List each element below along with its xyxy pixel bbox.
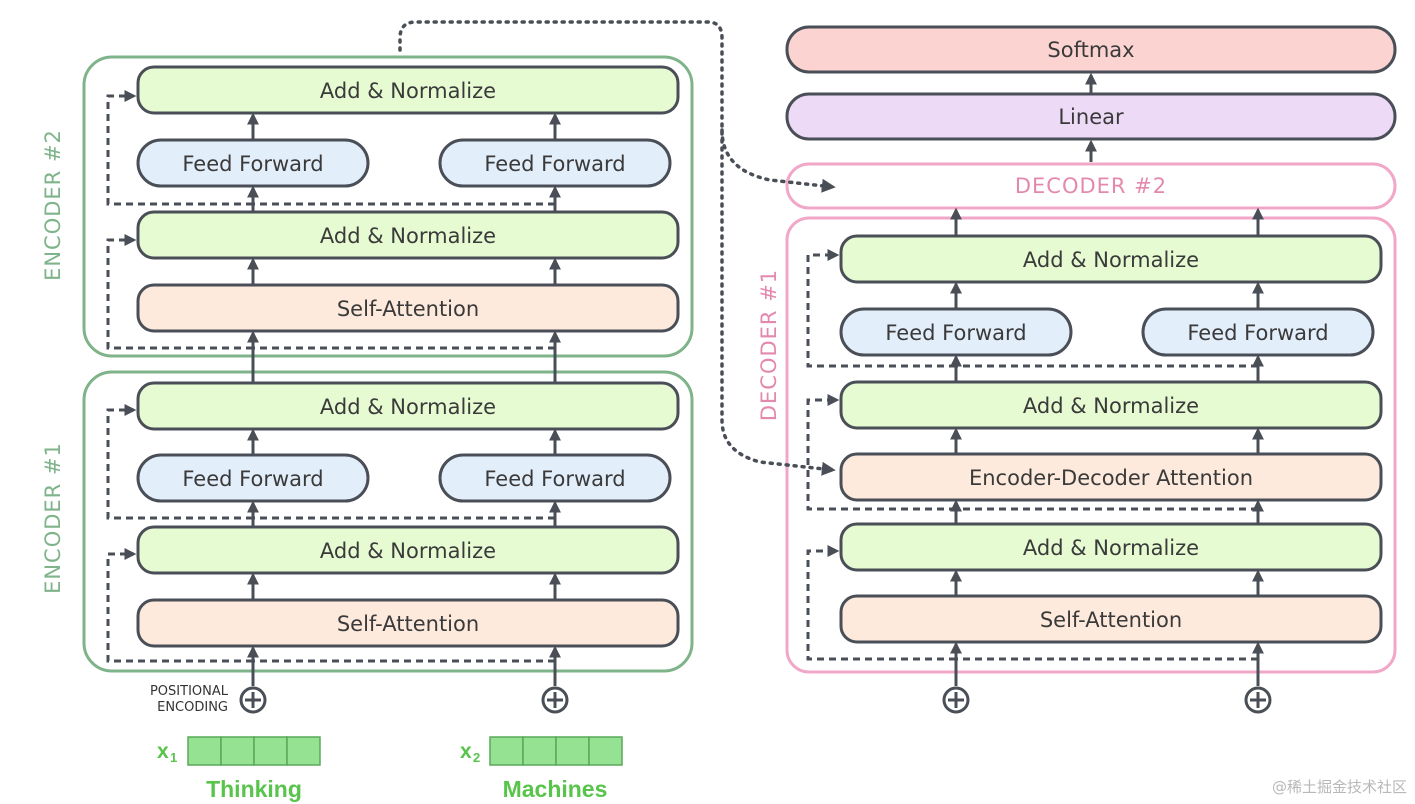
- input-2-embedding: [489, 736, 623, 766]
- decoder-residuals: [806, 249, 1258, 661]
- plus-icon: [942, 686, 970, 714]
- decoder-add-normalize-1: [839, 234, 1383, 284]
- encoder-1-add-normalize-bottom-label: Add & Normalize: [320, 539, 496, 563]
- softmax-label: Softmax: [1047, 38, 1134, 62]
- watermark: @稀土掘金技术社区: [1272, 778, 1407, 796]
- encoder-1-feed-forward-1-label: Feed Forward: [182, 467, 323, 491]
- encoder-1-residuals: [106, 404, 555, 663]
- encoder-1-arrows: [247, 330, 561, 686]
- encoder-1: ENCODER #1 Add & Normalize Feed Forward …: [41, 330, 694, 686]
- decoder-1-title: DECODER #1: [757, 269, 781, 421]
- encoder-2: ENCODER #2 Add & Normalize Feed Forward …: [41, 55, 694, 358]
- input-1-symbol: x: [157, 740, 169, 763]
- encoder-2-self-attention-label: Self-Attention: [337, 297, 479, 321]
- encoder-2-add-normalize-top-label: Add & Normalize: [320, 79, 496, 103]
- decoder-self-attention-label: Self-Attention: [1040, 608, 1182, 632]
- input-2-subscript: 2: [473, 750, 480, 765]
- decoder-stack: Softmax Linear DECODER #2 DECODER #1 Add…: [757, 25, 1397, 714]
- encoder-2-add-normalize-top: [136, 65, 680, 115]
- encoder-1-self-attention-label: Self-Attention: [337, 612, 479, 636]
- encoder-output-path: [398, 20, 836, 476]
- decoder-feed-forward-1-label: Feed Forward: [885, 321, 1026, 345]
- decoder-self-attention: [839, 594, 1383, 644]
- encoder-2-feed-forward-2-label: Feed Forward: [484, 152, 625, 176]
- encoder-2-frame: [82, 55, 694, 358]
- encoder-1-self-attention: [136, 598, 680, 648]
- encoder-2-title: ENCODER #2: [41, 129, 65, 281]
- decoder-add-normalize-1-label: Add & Normalize: [1023, 248, 1199, 272]
- positional-encoding-label-line1: POSITIONAL: [150, 684, 229, 699]
- encoder-2-residuals: [106, 90, 555, 350]
- decoder-2-block: [785, 162, 1397, 210]
- input-1-embedding: [187, 736, 321, 766]
- encoder-2-self-attention: [136, 283, 680, 333]
- input-2-word: Machines: [503, 776, 608, 802]
- encoder-decoder-attention-label: Encoder-Decoder Attention: [969, 466, 1253, 490]
- encoder-1-add-normalize-bottom: [136, 525, 680, 575]
- encoder-1-title: ENCODER #1: [41, 442, 65, 594]
- encoder-2-add-normalize-bottom-label: Add & Normalize: [320, 224, 496, 248]
- encoder-2-feed-forward-1-label: Feed Forward: [182, 152, 323, 176]
- plus-icon: [541, 686, 569, 714]
- encoder-1-add-normalize-top-label: Add & Normalize: [320, 395, 496, 419]
- decoder-add-normalize-3-label: Add & Normalize: [1023, 536, 1199, 560]
- plus-icon: [239, 686, 267, 714]
- decoder-feed-forward-2-label: Feed Forward: [1187, 321, 1328, 345]
- encoder-inputs: POSITIONAL ENCODING x 1 Thinking x 2 Mac…: [150, 684, 623, 802]
- decoder-add-normalize-2: [839, 380, 1383, 430]
- linear-label: Linear: [1058, 105, 1124, 129]
- encoder-decoder-attention: [839, 452, 1383, 502]
- decoder-arrows: [950, 207, 1264, 686]
- input-2-symbol: x: [460, 740, 472, 763]
- softmax-block: [785, 25, 1397, 74]
- decoder-1-frame: [785, 216, 1397, 674]
- plus-icon: [1244, 686, 1272, 714]
- input-1-subscript: 1: [170, 750, 177, 765]
- decoder-add-normalize-3: [839, 522, 1383, 572]
- decoder-add-normalize-2-label: Add & Normalize: [1023, 394, 1199, 418]
- encoder-1-feed-forward-2-label: Feed Forward: [484, 467, 625, 491]
- positional-encoding-label-line2: ENCODING: [157, 700, 228, 715]
- input-1-word: Thinking: [206, 776, 302, 802]
- encoder-2-add-normalize-bottom: [136, 210, 680, 260]
- encoder-1-frame: [82, 370, 694, 673]
- encoder-1-add-normalize-top: [136, 381, 680, 431]
- encoder-2-arrows: [247, 112, 561, 285]
- decoder-2-label: DECODER #2: [1015, 174, 1167, 198]
